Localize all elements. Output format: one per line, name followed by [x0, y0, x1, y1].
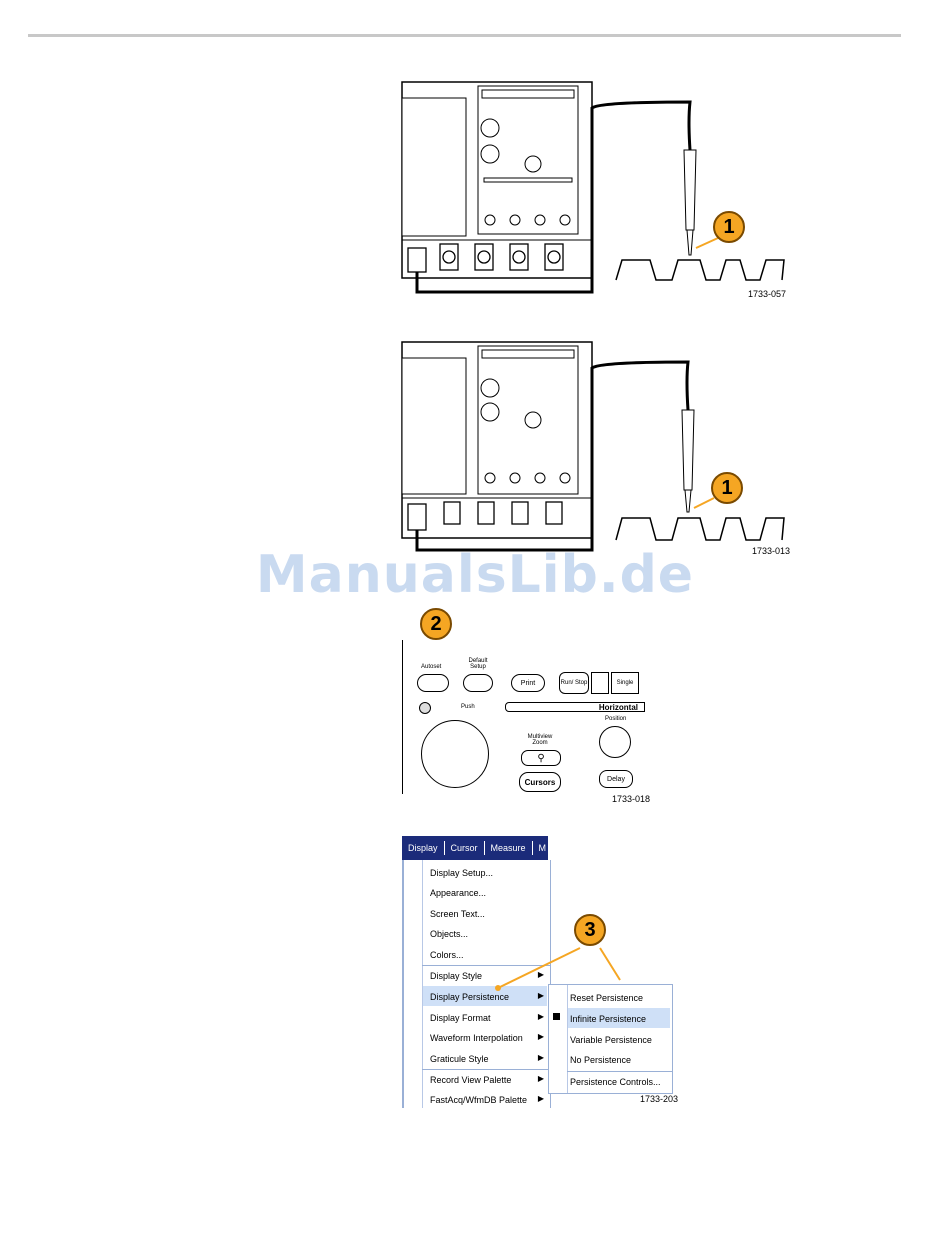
checked-icon: [553, 1013, 560, 1020]
submenu-item-infinite-persistence[interactable]: Infinite Persistence: [570, 1014, 647, 1024]
multiview-zoom-label: Multiview Zoom: [527, 734, 553, 746]
submenu-arrow-icon: ▶: [537, 1074, 544, 1083]
front-panel-figure: Autoset Default Setup Print Run/ Stop Si…: [402, 640, 645, 794]
menu-item-record-view-palette[interactable]: Record View Palette: [430, 1075, 512, 1085]
menu-cursor[interactable]: Cursor: [445, 841, 485, 855]
oscilloscope-probe-figure-1: [401, 81, 785, 294]
position-knob[interactable]: [599, 726, 631, 758]
horizontal-header: Horizontal: [505, 702, 645, 712]
persistence-submenu: Reset Persistence Infinite Persistence V…: [548, 984, 673, 1094]
magnifier-icon: ⚲: [537, 752, 545, 764]
menubar: Display Cursor Measure M: [402, 836, 548, 860]
menu-display[interactable]: Display: [402, 841, 445, 855]
autoset-button[interactable]: [417, 674, 449, 692]
blank-button[interactable]: [591, 672, 609, 694]
menu-item-display-persistence[interactable]: Display Persistence: [430, 992, 510, 1002]
menu-item-appearance[interactable]: Appearance...: [430, 888, 487, 898]
single-button[interactable]: Single: [611, 672, 639, 694]
watermark: ManualsLib.de: [255, 545, 695, 605]
default-setup-button[interactable]: [463, 674, 493, 692]
default-setup-label: Default Setup: [468, 658, 488, 670]
figure-id-2: 1733-013: [752, 546, 791, 556]
callout-3-leaders: [495, 947, 621, 991]
display-menu: Display Setup... Appearance... Screen Te…: [402, 860, 551, 1108]
callout-1-figure-2: 1: [711, 472, 743, 504]
multipurpose-knob[interactable]: [421, 720, 489, 788]
cursors-button[interactable]: Cursors: [519, 772, 561, 792]
autoset-label: Autoset: [421, 664, 442, 670]
position-label: Position: [605, 716, 627, 722]
icon-a: [419, 702, 431, 714]
submenu-highlight: [568, 1008, 670, 1028]
menu-item-graticule-style[interactable]: Graticule Style: [430, 1054, 489, 1064]
submenu-item-no-persistence[interactable]: No Persistence: [570, 1055, 632, 1065]
delay-button[interactable]: Delay: [599, 770, 633, 788]
print-button[interactable]: Print: [511, 674, 545, 692]
callout-3: 3: [574, 914, 606, 946]
top-rule: [28, 34, 901, 37]
menu-item-display-style[interactable]: Display Style: [430, 971, 483, 981]
figure-id-1: 1733-057: [748, 289, 787, 299]
menu-item-objects[interactable]: Objects...: [430, 929, 469, 939]
menu-item-screen-text[interactable]: Screen Text...: [430, 909, 485, 919]
menu-item-waveform-interpolation[interactable]: Waveform Interpolation: [430, 1033, 523, 1043]
menu-item-display-format[interactable]: Display Format: [430, 1013, 491, 1023]
zoom-button[interactable]: ⚲: [521, 750, 561, 766]
run-stop-button[interactable]: Run/ Stop: [559, 672, 589, 694]
submenu-arrow-icon: ▶: [537, 970, 544, 979]
callout-1-figure-1: 1: [713, 211, 745, 243]
submenu-arrow-icon: ▶: [537, 1012, 544, 1021]
submenu-arrow-icon: ▶: [537, 1032, 544, 1041]
menu-measure[interactable]: Measure: [485, 841, 533, 855]
push-label: Push: [461, 704, 475, 710]
figure-id-4: 1733-203: [640, 1094, 679, 1104]
menu-item-fastacq-palette[interactable]: FastAcq/WfmDB Palette: [430, 1095, 528, 1105]
submenu-arrow-icon: ▶: [537, 1094, 544, 1103]
menu-item-display-setup[interactable]: Display Setup...: [430, 868, 494, 878]
menu-more[interactable]: M: [538, 843, 547, 853]
submenu-item-variable-persistence[interactable]: Variable Persistence: [570, 1035, 652, 1045]
submenu-arrow-icon: ▶: [537, 1053, 544, 1062]
callout-2: 2: [420, 608, 452, 640]
oscilloscope-probe-figure-2: [401, 341, 785, 552]
menu-highlight: [423, 986, 547, 1006]
submenu-item-reset-persistence[interactable]: Reset Persistence: [570, 993, 644, 1003]
figure-id-3: 1733-018: [612, 794, 651, 804]
menu-item-colors[interactable]: Colors...: [430, 950, 464, 960]
submenu-arrow-icon: ▶: [537, 991, 544, 1000]
submenu-item-persistence-controls[interactable]: Persistence Controls...: [570, 1077, 661, 1087]
